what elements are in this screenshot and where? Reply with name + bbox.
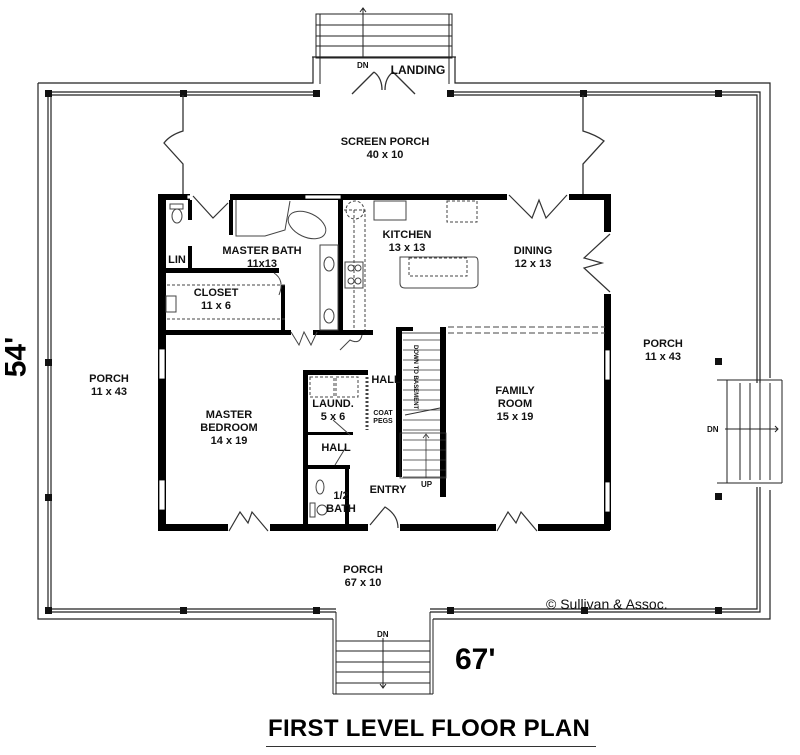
room-name: HALL	[371, 374, 401, 386]
room-name: CLOSET	[193, 287, 239, 299]
room-name: 1/2	[333, 490, 349, 502]
room-size: 12 x 13	[514, 258, 552, 270]
room-name: SCREEN PORCH	[340, 136, 430, 148]
room-name: ENTRY	[369, 484, 407, 496]
room-size: 67 x 10	[344, 577, 382, 589]
room-label-landing: LANDING	[391, 64, 446, 77]
interior-walls	[164, 200, 446, 525]
plan-title: FIRST LEVEL FLOOR PLAN	[268, 715, 591, 742]
room-label-family-room: FAMILY ROOM 15 x 19	[495, 385, 534, 424]
title-underline	[266, 746, 596, 747]
stairs-down-label-side: DN	[707, 425, 719, 434]
room-name: MASTER	[205, 409, 253, 421]
room-name: KITCHEN	[382, 229, 432, 241]
coat-pegs-label: COAT PEGS	[373, 410, 392, 426]
room-size: 5 x 6	[320, 411, 346, 423]
room-name: LAUND.	[312, 398, 354, 410]
room-name: BATH	[326, 503, 356, 515]
landing-doors	[351, 71, 416, 95]
room-name: FAMILY	[495, 385, 535, 397]
room-size: 11 x 43	[90, 386, 128, 398]
depth-dimension: 54'	[0, 336, 33, 378]
room-name: HALL	[321, 442, 351, 454]
room-size: 11 x 6	[201, 300, 231, 312]
room-label-porch-left: PORCH 11 x 43	[89, 373, 129, 399]
room-name: DINING	[513, 245, 553, 257]
room-label-dining: DINING 12 x 13	[514, 245, 553, 271]
rear-stairs	[312, 7, 456, 84]
room-label-screen-porch: SCREEN PORCH 40 x 10	[341, 136, 430, 162]
front-doors	[190, 193, 611, 532]
room-label-master-bedroom: MASTER BEDROOM 14 x 19	[200, 409, 257, 448]
room-size: 15 x 19	[496, 411, 534, 423]
room-name: ROOM	[497, 398, 533, 410]
room-label-master-bath: MASTER BATH 11x13	[222, 245, 301, 271]
room-label-entry: ENTRY	[370, 484, 407, 497]
annotation-text: PEGS	[373, 418, 393, 425]
room-label-kitchen: KITCHEN 13 x 13	[383, 229, 432, 255]
room-label-linen: LIN	[168, 254, 186, 267]
room-label-porch-front: PORCH 67 x 10	[343, 564, 383, 590]
room-name: PORCH	[343, 564, 383, 576]
room-name: LANDING	[390, 63, 446, 77]
room-name: LIN	[168, 254, 186, 266]
room-label-closet: CLOSET 11 x 6	[194, 287, 239, 313]
room-label-hall-lower: HALL	[321, 442, 350, 455]
width-dimension: 67'	[455, 643, 496, 676]
stairs-down-to-basement-label: DOWN TO BASEMENT	[412, 345, 418, 410]
room-label-hall-upper: HALL	[371, 374, 400, 387]
annotation-text: COAT	[373, 410, 393, 417]
front-stairs	[332, 612, 434, 695]
stairs-down-label-rear: DN	[357, 61, 369, 70]
room-size: 11 x 43	[644, 351, 682, 363]
room-size: 11x13	[247, 258, 277, 270]
room-size: 13 x 13	[388, 242, 426, 254]
porch-posts	[45, 90, 722, 614]
room-size: 40 x 10	[366, 149, 404, 161]
room-name: BEDROOM	[200, 422, 258, 434]
room-name: MASTER BATH	[222, 245, 302, 257]
room-label-porch-right: PORCH 11 x 43	[643, 338, 683, 364]
screen-porch-walls	[163, 95, 605, 195]
stairs-up-label: UP	[421, 480, 433, 489]
interior-stairs	[399, 339, 447, 479]
stairs-down-label-front: DN	[377, 630, 389, 639]
room-label-laundry: LAUND. 5 x 6	[312, 398, 354, 424]
fixtures	[165, 200, 605, 518]
room-name: PORCH	[643, 338, 683, 350]
copyright-notice: © Sullivan & Assoc.	[546, 596, 668, 612]
side-stairs	[717, 379, 783, 484]
room-name: PORCH	[89, 373, 129, 385]
room-label-half-bath: 1/2 BATH	[326, 490, 356, 516]
room-size: 14 x 19	[210, 435, 248, 447]
